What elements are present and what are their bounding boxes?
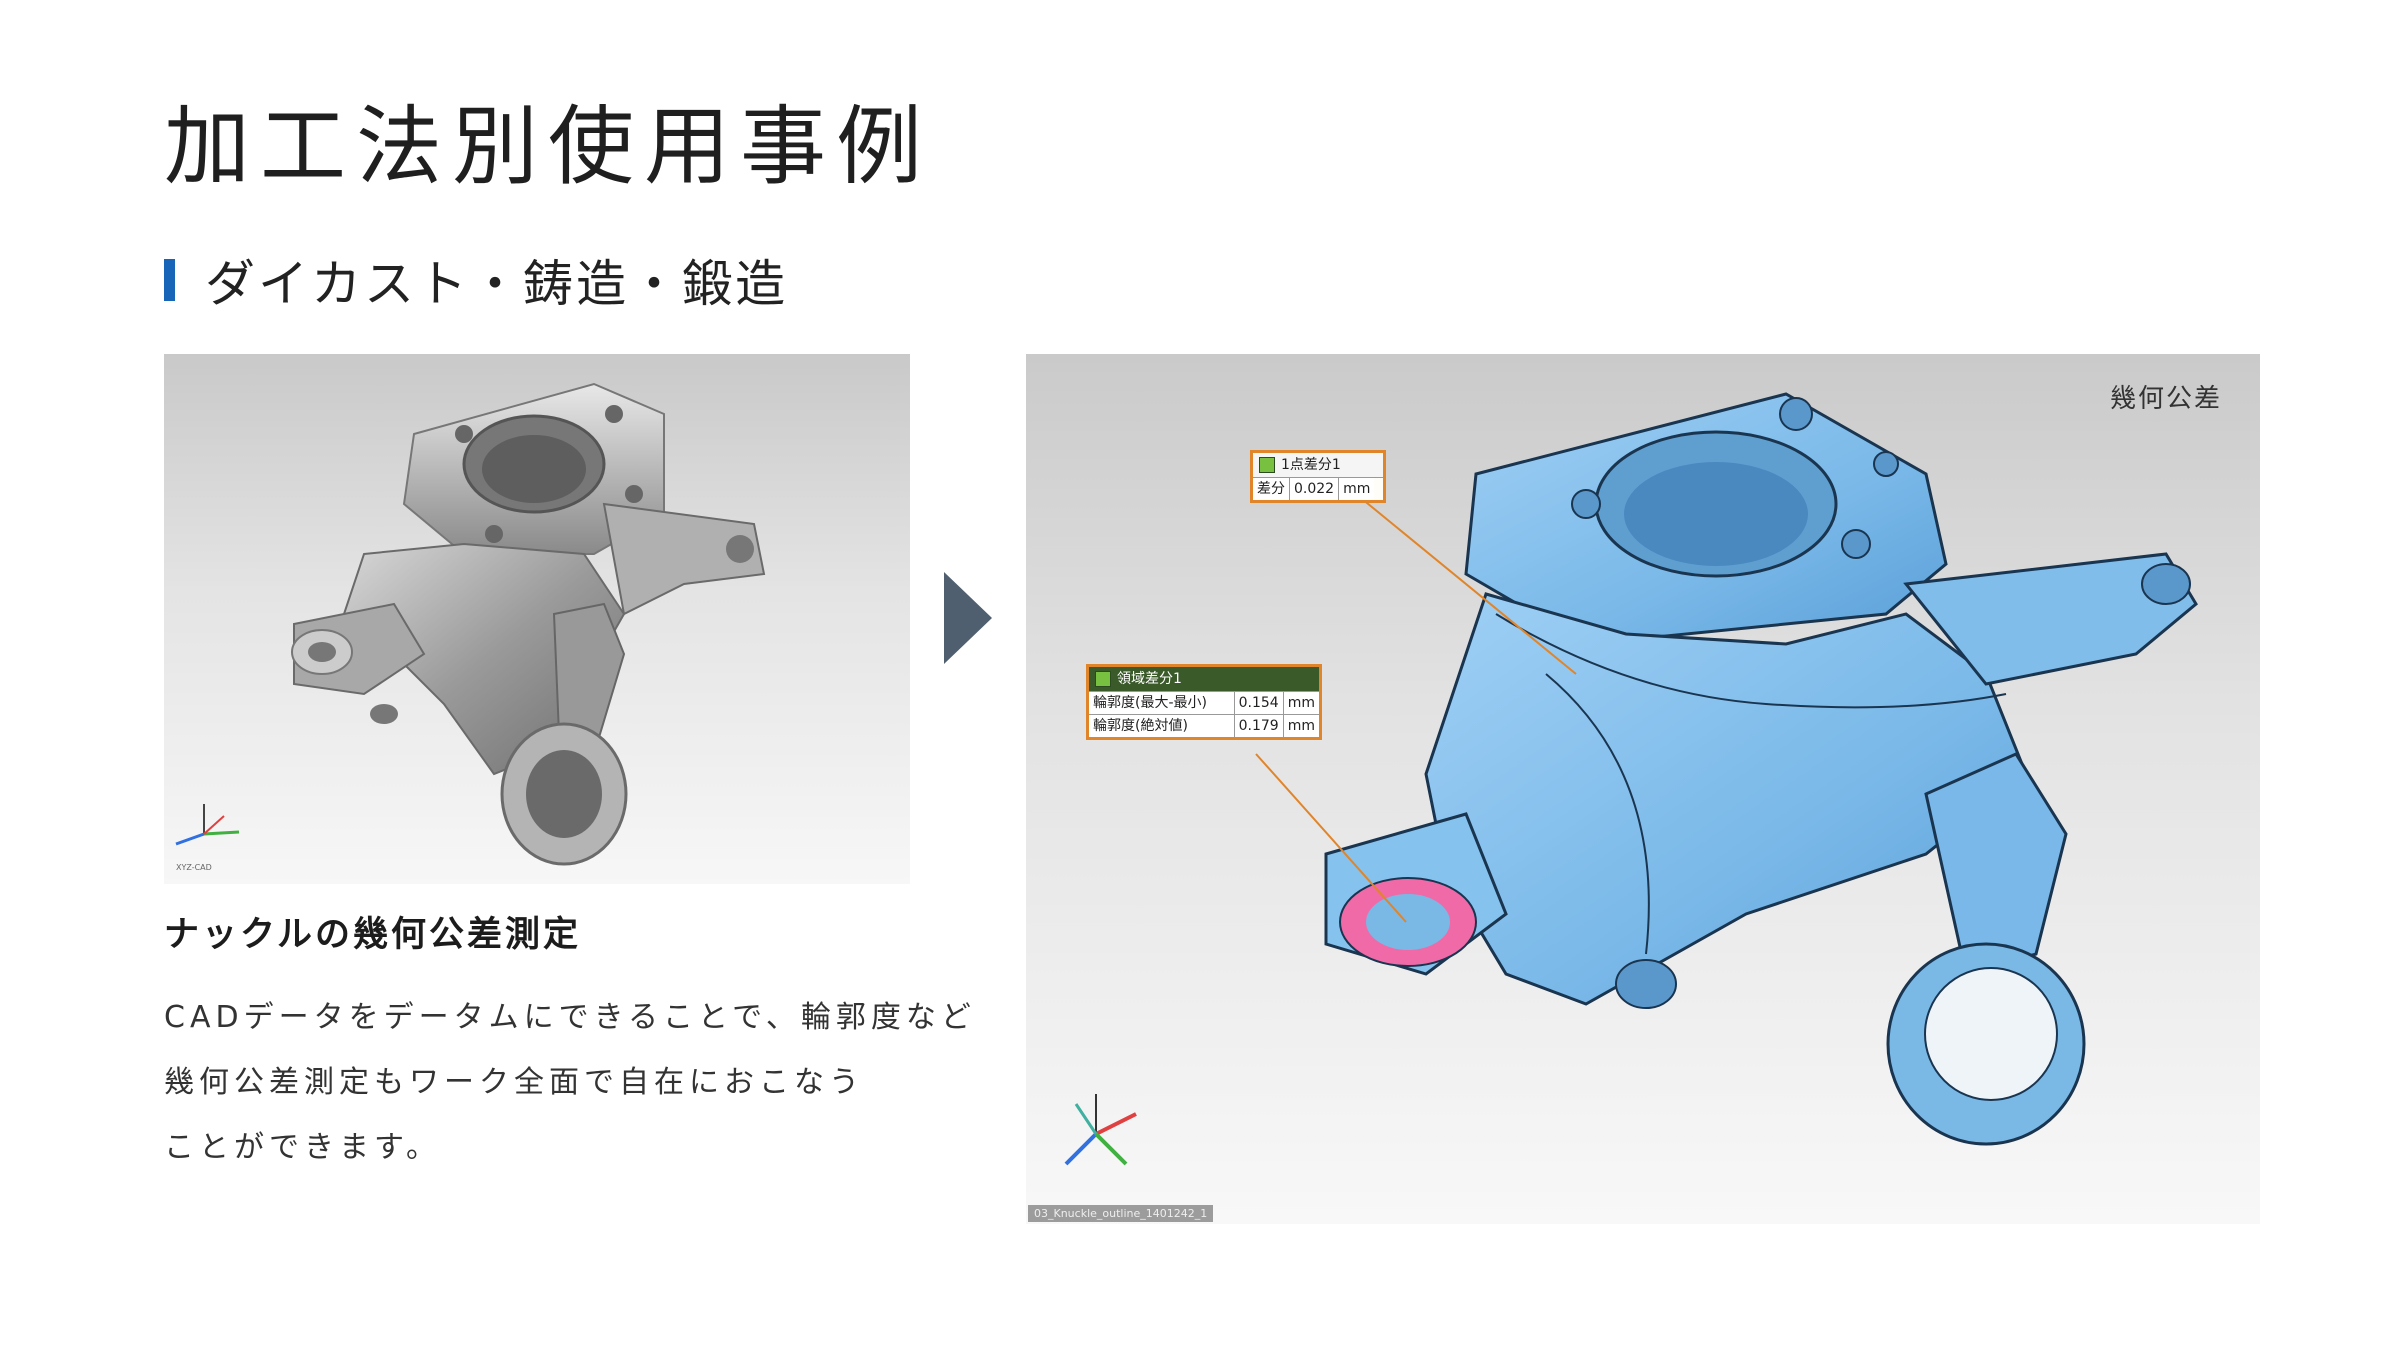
row-label: 輪郭度(最大-最小) <box>1089 692 1235 714</box>
row-value: 0.022 <box>1290 478 1340 500</box>
knuckle-photo: XYZ-CAD <box>164 354 910 884</box>
row-value: 0.154 <box>1234 692 1284 714</box>
section-marker <box>164 259 175 301</box>
knuckle-gray-render <box>175 382 766 866</box>
callout-row: 輪郭度(最大-最小) 0.154 mm <box>1089 691 1319 714</box>
callout-title: 領域差分1 <box>1117 671 1182 687</box>
measurement-icon <box>1095 671 1111 687</box>
file-label: XYZ-CAD <box>176 863 212 872</box>
caption-title: ナックルの幾何公差測定 <box>164 915 581 955</box>
body-line: 幾何公差測定もワーク全面で自在におこなう <box>164 1065 864 1100</box>
callout-title: 1点差分1 <box>1281 457 1341 473</box>
measurement-icon <box>1259 457 1275 473</box>
point-deviation-callout[interactable]: 1点差分1 差分 0.022 mm <box>1250 450 1386 503</box>
page-title: 加工法別使用事例 <box>164 97 932 197</box>
row-unit: mm <box>1283 692 1319 714</box>
row-value: 0.179 <box>1234 715 1284 737</box>
callout-header: 領域差分1 <box>1089 667 1319 691</box>
row-unit: mm <box>1339 478 1375 500</box>
chevron-right-icon <box>944 572 992 664</box>
file-label: 03_Knuckle_outline_1401242_1 <box>1028 1205 1214 1222</box>
knuckle-blue-render <box>1064 392 2198 1166</box>
row-label: 差分 <box>1253 478 1290 500</box>
body-line: CADデータをデータムにできることで、輪郭度など <box>164 1000 976 1035</box>
callout-header: 1点差分1 <box>1253 453 1383 477</box>
inspection-screenshot: 幾何公差 1点差分1 差分 0.022 mm 領域差分1 輪郭度(最大-最小) … <box>1026 354 2260 1224</box>
row-unit: mm <box>1283 715 1319 737</box>
axis-triad-icon <box>1064 1094 1137 1166</box>
section-heading: ダイカスト・鋳造・鍛造 <box>164 245 788 315</box>
axis-triad-icon <box>175 804 240 846</box>
callout-row: 差分 0.022 mm <box>1253 477 1383 500</box>
section-title: ダイカスト・鋳造・鍛造 <box>205 255 788 313</box>
view-mode-label: 幾何公差 <box>2109 384 2222 414</box>
area-deviation-callout[interactable]: 領域差分1 輪郭度(最大-最小) 0.154 mm 輪郭度(絶対値) 0.179… <box>1086 664 1322 740</box>
row-label: 輪郭度(絶対値) <box>1089 715 1235 737</box>
body-line: ことができます。 <box>164 1130 441 1165</box>
body-text: CADデータをデータムにできることで、輪郭度など 幾何公差測定もワーク全面で自在… <box>164 985 976 1180</box>
callout-row: 輪郭度(絶対値) 0.179 mm <box>1089 714 1319 737</box>
